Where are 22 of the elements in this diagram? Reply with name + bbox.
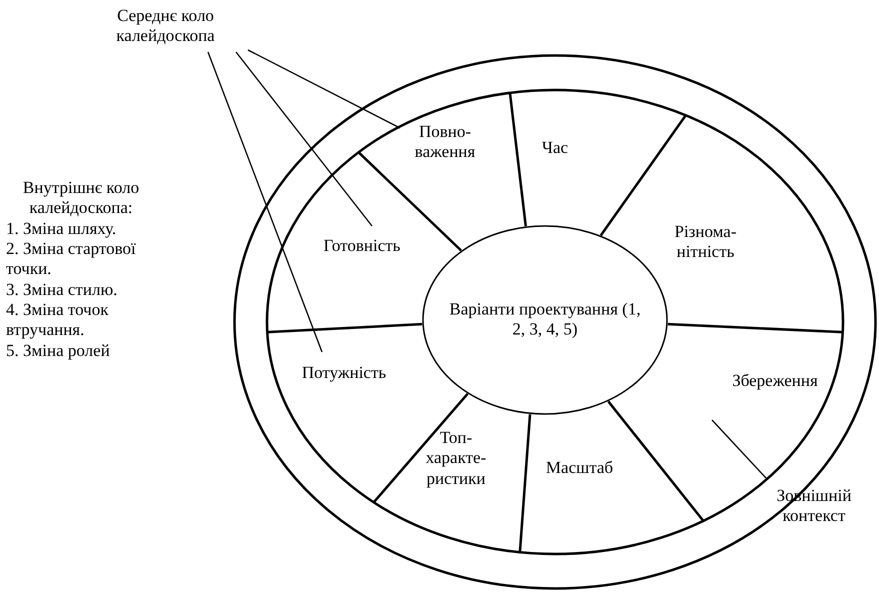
list-item: 4. Зміна точок втручання. — [6, 300, 110, 341]
list-item: 2. Зміна стартової точки. — [6, 239, 137, 280]
leader-line — [712, 420, 766, 478]
segment-label: Масштаб — [532, 458, 627, 478]
segment-label: Готовність — [298, 236, 426, 256]
leader-line — [248, 49, 400, 129]
inner-circle — [422, 225, 668, 415]
leader-line — [235, 52, 373, 226]
segment-label: Повно- важення — [400, 122, 490, 163]
callout-text: Середнє коло калейдоскопа — [78, 6, 253, 47]
list-item: 3. Зміна стилю. — [6, 280, 118, 300]
list-item: 1. Зміна шляху. — [6, 219, 118, 240]
segment-label: Топ- характе- ристики — [410, 428, 502, 490]
segment-label: Збереження — [722, 371, 828, 392]
outer-ring — [233, 54, 877, 590]
segment-label: Різнома- нітність — [658, 222, 753, 263]
segment-label: Потужність — [286, 363, 402, 384]
list-heading: Внутрішнє коло калейдоскопа: — [22, 178, 140, 219]
circle-text: Варіанти проектування (1, 2, 3, 4, 5) — [448, 300, 642, 340]
leader-line — [207, 52, 323, 352]
list-item: 5. Зміна ролей — [6, 341, 111, 362]
segment-label: Час — [525, 138, 585, 158]
